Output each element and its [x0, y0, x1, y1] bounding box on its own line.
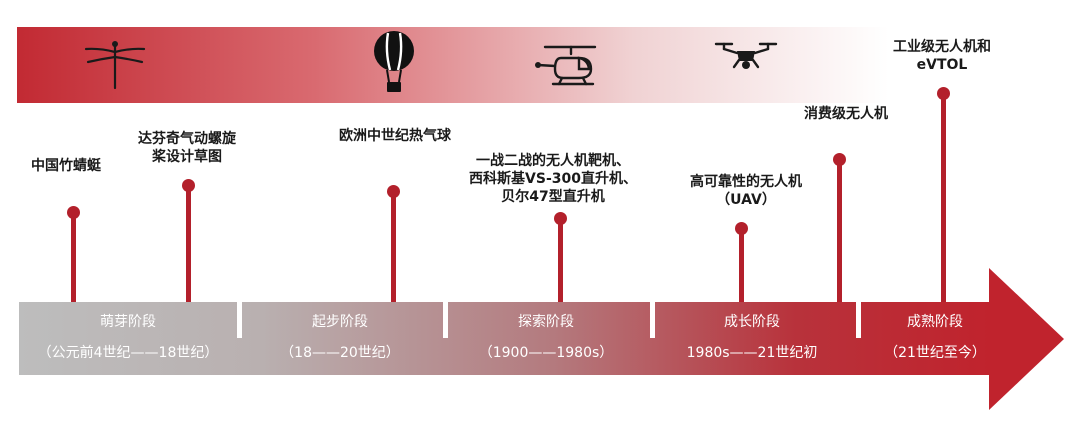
stage-name-1: 起步阶段 [312, 314, 368, 330]
stage-name-2: 探索阶段 [518, 314, 574, 330]
milestone-label-1: 达芬奇气动螺旋 桨设计草图 [138, 131, 236, 165]
stage-name-0: 萌芽阶段 [100, 314, 156, 330]
stage-separator [856, 302, 861, 338]
milestone-pin-stick-0 [71, 213, 76, 303]
milestone-pin-head-0 [67, 206, 80, 219]
hot-air-balloon-icon [374, 31, 414, 92]
milestone-label-2: 欧洲中世纪热气球 [339, 128, 451, 144]
milestone-pin-head-1 [182, 179, 195, 192]
milestone-label-6: 工业级无人机和 eVTOL [893, 39, 991, 73]
stage-separator [443, 302, 448, 338]
stage-name-4: 成熟阶段 [907, 314, 963, 330]
milestone-pin-stick-3 [558, 219, 563, 303]
milestone-label-3: 一战二战的无人机靶机、 西科斯基VS-300直升机、 贝尔47型直升机 [469, 153, 637, 205]
helicopter-icon [535, 45, 597, 86]
milestone-pin-head-3 [554, 212, 567, 225]
stage-name-3: 成长阶段 [724, 314, 780, 330]
stage-period-0: （公元前4世纪——18世纪） [37, 345, 219, 361]
timeline-arrow-body [19, 302, 990, 375]
milestone-pin-head-5 [833, 153, 846, 166]
stage-separator [237, 302, 242, 338]
milestone-pin-head-2 [387, 185, 400, 198]
stage-separator [650, 302, 655, 338]
milestone-label-5: 消费级无人机 [804, 106, 888, 122]
stage-period-3: 1980s——21世纪初 [686, 345, 818, 361]
stage-period-2: （1900——1980s） [478, 345, 614, 361]
milestone-label-0: 中国竹蜻蜓 [31, 158, 101, 174]
milestone-pin-stick-5 [837, 160, 842, 303]
milestone-label-4: 高可靠性的无人机 （UAV） [690, 174, 802, 208]
milestone-pin-stick-6 [941, 94, 946, 303]
milestone-pin-stick-4 [739, 229, 744, 303]
milestone-pin-head-6 [937, 87, 950, 100]
stage-period-1: （18——20世纪） [280, 345, 400, 361]
stage-period-4: （21世纪至今） [884, 345, 986, 361]
milestone-pin-stick-2 [391, 192, 396, 303]
timeline-arrow-head [989, 268, 1064, 410]
milestone-pin-head-4 [735, 222, 748, 235]
milestone-pin-stick-1 [186, 186, 191, 303]
drone-icon [714, 42, 778, 69]
dragonfly-icon [84, 41, 146, 90]
